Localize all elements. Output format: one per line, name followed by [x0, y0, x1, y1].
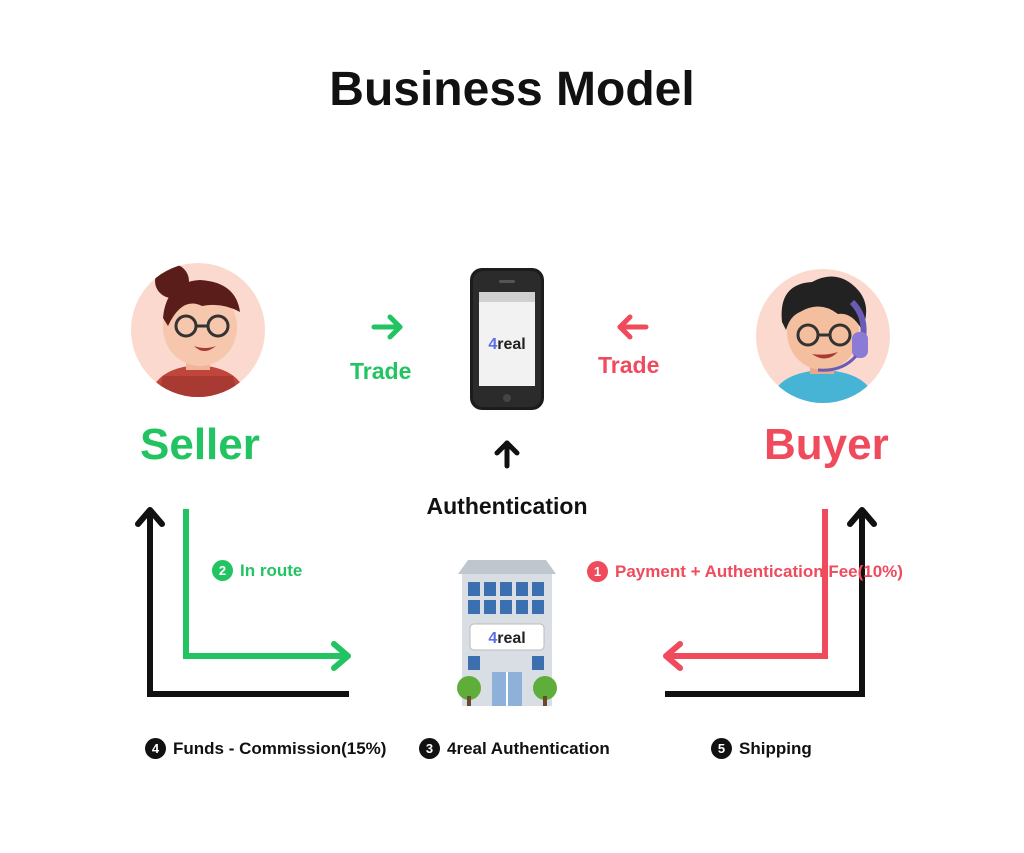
step-number-badge: 1 [587, 561, 608, 582]
svg-text:4real: 4real [488, 630, 525, 647]
shipping-arrow-icon [665, 507, 877, 697]
seller-label: Seller [140, 420, 260, 469]
trade-arrow-left-icon [617, 314, 649, 340]
smartphone: 4real [470, 268, 544, 410]
step-text: Shipping [739, 738, 812, 758]
buyer-avatar [756, 269, 890, 403]
buyer-label: Buyer [764, 420, 889, 469]
step-text: Payment + Authentication Fee(10%) [615, 561, 903, 581]
page-title: Business Model [329, 63, 695, 116]
authentication-label: Authentication [426, 493, 588, 519]
step-authentication: 3 4real Authentication [419, 738, 610, 759]
seller-avatar [131, 263, 265, 397]
authentication-arrow-up-icon [494, 440, 520, 469]
in-route-arrow-icon [183, 509, 351, 671]
step-text: 4real Authentication [447, 738, 610, 758]
step-text: In route [240, 560, 303, 580]
step-in-route: 2 In route [212, 560, 302, 581]
step-payment: 1 Payment + Authentication Fee(10%) [587, 561, 903, 582]
funds-arrow-icon [135, 507, 349, 697]
svg-text:4real: 4real [488, 336, 525, 353]
step-number-badge: 2 [212, 560, 233, 581]
trade-label-buyer: Trade [598, 352, 660, 378]
trade-label-seller: Trade [350, 358, 412, 384]
step-text: Funds - Commission(15%) [173, 738, 387, 758]
step-number-badge: 3 [419, 738, 440, 759]
step-number-badge: 5 [711, 738, 732, 759]
step-shipping: 5 Shipping [711, 738, 812, 759]
building: 4real [457, 560, 557, 706]
payment-arrow-icon [663, 509, 828, 671]
trade-arrow-right-icon [371, 314, 403, 340]
step-funds: 4 Funds - Commission(15%) [145, 738, 386, 759]
step-number-badge: 4 [145, 738, 166, 759]
